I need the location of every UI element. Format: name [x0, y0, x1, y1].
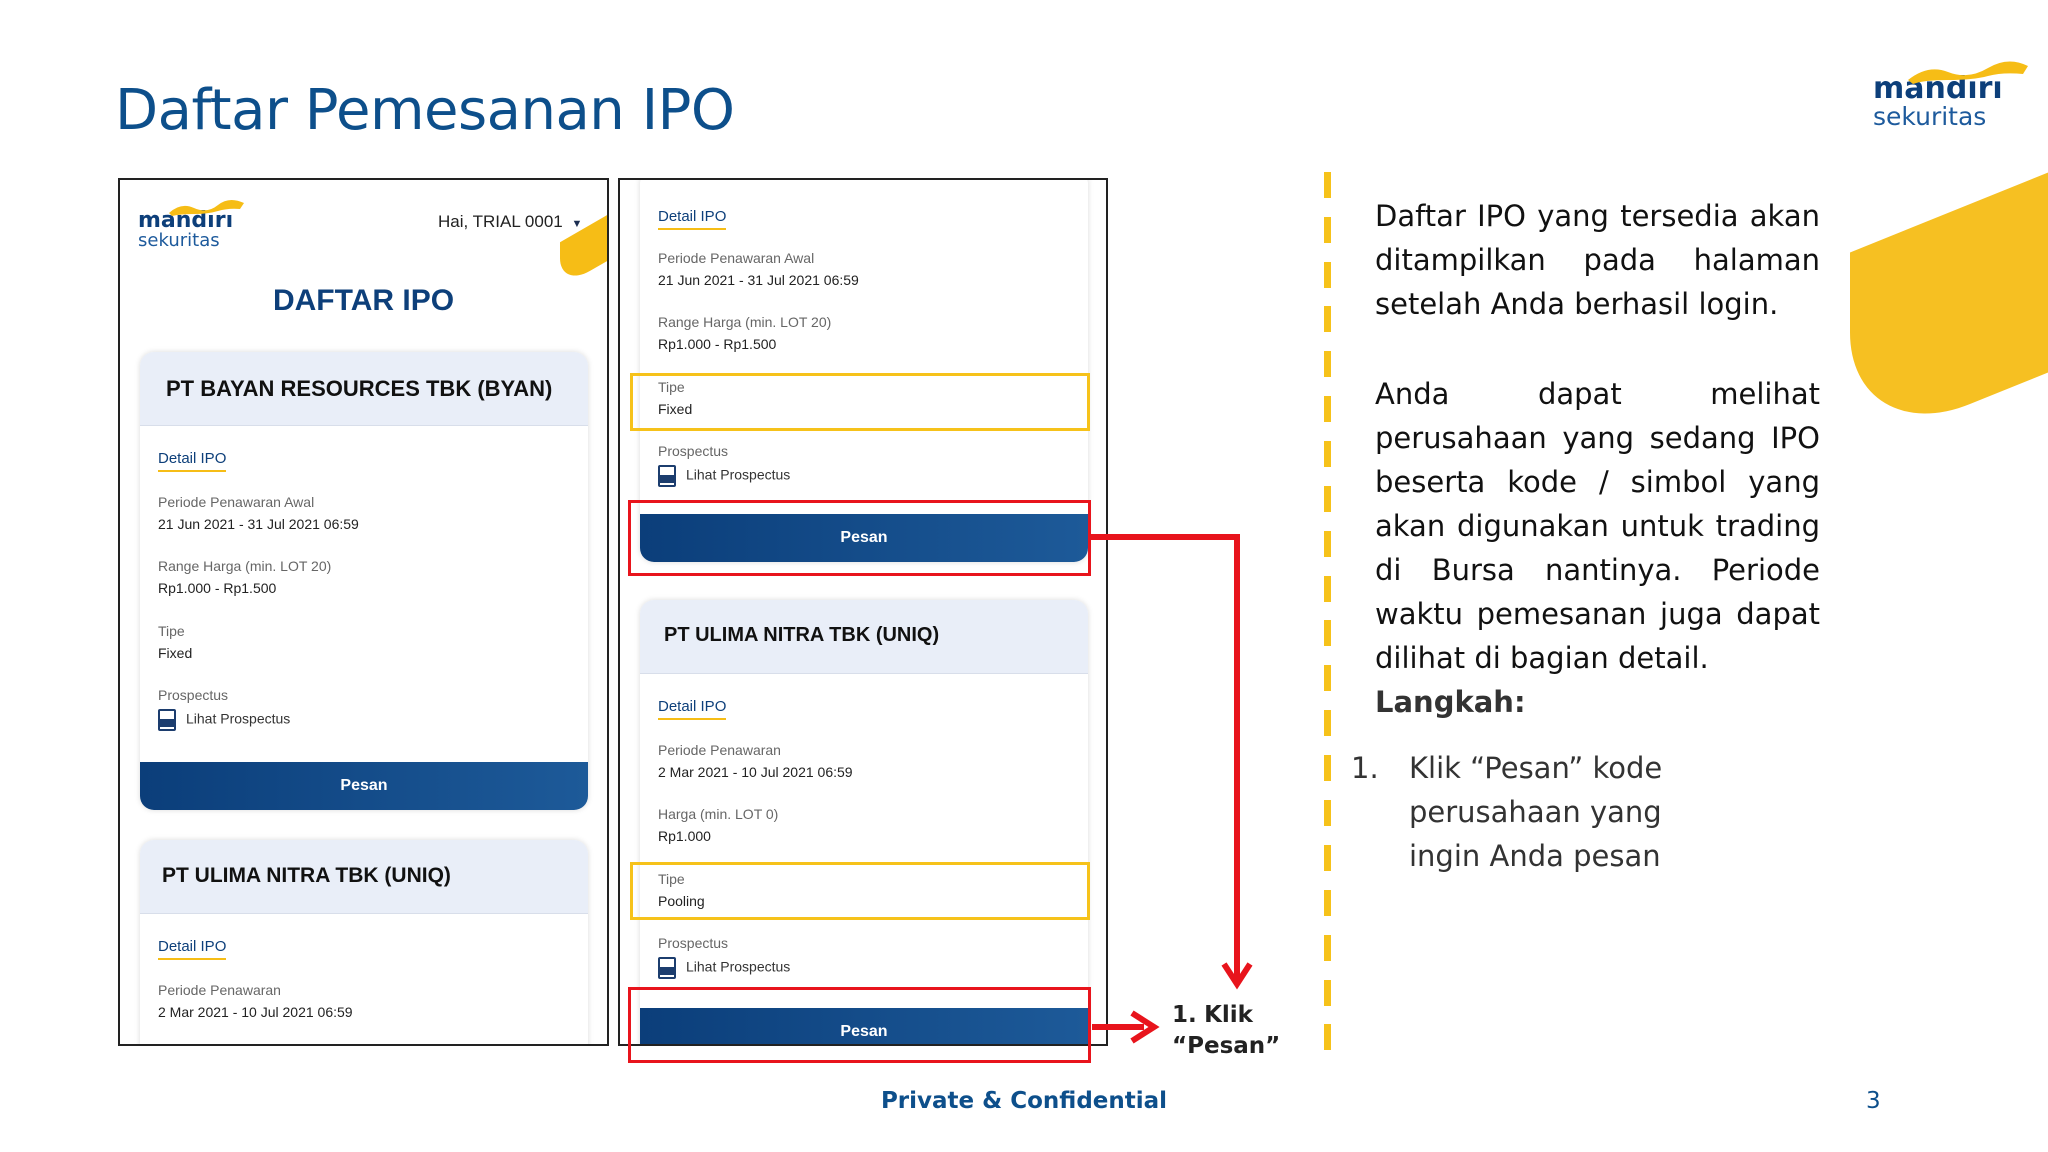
- highlight-pesan-uniq: [628, 987, 1091, 1063]
- step-annotation-line1: Klik: [1204, 1002, 1253, 1028]
- step-item: 1. Klik “Pesan” kode perusahaan yang ing…: [1351, 746, 1731, 878]
- highlight-tipe-fixed: [630, 373, 1090, 431]
- detail-ipo-heading: Detail IPO: [158, 450, 227, 472]
- highlight-tipe-pooling: [630, 862, 1090, 920]
- page-heading: DAFTAR IPO: [272, 284, 455, 317]
- connector-line-right: [1092, 1024, 1144, 1030]
- field-label: Range Harga (min. LOT 20): [658, 314, 832, 330]
- page-number: 3: [1866, 1088, 1881, 1114]
- app-brand-top: mandırı: [138, 208, 234, 233]
- field-label: Periode Penawaran: [158, 982, 281, 998]
- field-label: Prospectus: [658, 443, 729, 459]
- connector-line-vertical: [1234, 534, 1240, 980]
- step-annotation-line2: “Pesan”: [1172, 1033, 1281, 1059]
- user-menu[interactable]: Hai, TRIAL 0001 ▼: [438, 212, 582, 232]
- field-value: Fixed: [658, 401, 693, 417]
- prospectus-link[interactable]: Lihat Prospectus: [658, 957, 790, 979]
- detail-ipo-heading: Detail IPO: [658, 208, 727, 230]
- step-text: Klik “Pesan” kode perusahaan yang ingin …: [1409, 751, 1663, 873]
- company-name: PT BAYAN RESOURCES TBK (BYAN): [140, 352, 588, 426]
- steps-heading: Langkah:: [1375, 685, 1526, 719]
- connector-line-horizontal: [1090, 534, 1240, 540]
- middle-screenshot-frame: Detail IPO Periode Penawaran Awal 21 Jun…: [618, 178, 1108, 1046]
- prospectus-link-label: Lihat Prospectus: [686, 958, 791, 975]
- field-label: Periode Penawaran Awal: [158, 494, 315, 510]
- pesan-button[interactable]: Pesan: [640, 514, 1088, 562]
- caret-down-icon: ▼: [571, 218, 583, 230]
- step-annotation-number: 1.: [1172, 1002, 1197, 1028]
- left-screenshot-frame: mandırı sekuritas Hai, TRIAL 0001 ▼ DAFT…: [118, 178, 609, 1046]
- description-paragraph-1: Daftar IPO yang tersedia akan ditampilka…: [1375, 199, 1820, 321]
- field-label: Periode Penawaran: [658, 742, 781, 758]
- detail-ipo-heading: Detail IPO: [158, 938, 227, 960]
- field-label: Harga (min. LOT 0): [658, 806, 779, 822]
- step-annotation: 1. Klik “Pesan”: [1172, 1000, 1280, 1062]
- prospectus-link[interactable]: Lihat Prospectus: [658, 465, 790, 487]
- field-label: Tipe: [658, 379, 685, 395]
- field-value: Rp1.000 - Rp1.500: [158, 580, 277, 596]
- highlight-pesan-byan: [628, 500, 1091, 576]
- field-value: 21 Jun 2021 - 31 Jul 2021 06:59: [658, 272, 859, 288]
- field-label: Periode Penawaran Awal: [658, 250, 815, 266]
- ipo-card-byan: PT BAYAN RESOURCES TBK (BYAN) Detail IPO…: [140, 352, 588, 810]
- app-logo: mandırı sekuritas: [138, 198, 244, 251]
- brand-logo: mandırı sekuritas: [1873, 58, 2028, 131]
- pesan-button[interactable]: Pesan: [140, 762, 588, 810]
- field-label: Tipe: [658, 871, 685, 887]
- ipo-card-byan: Detail IPO Periode Penawaran Awal 21 Jun…: [640, 180, 1088, 562]
- field-value: Rp1.000: [658, 828, 711, 844]
- ipo-card-uniq: PT ULIMA NITRA TBK (UNIQ) Detail IPO Per…: [640, 600, 1088, 1044]
- footer-confidential: Private & Confidential: [880, 1088, 1168, 1114]
- prospectus-link-label: Lihat Prospectus: [186, 710, 291, 727]
- field-label: Prospectus: [658, 935, 729, 951]
- field-label: Prospectus: [158, 687, 229, 703]
- detail-ipo-heading: Detail IPO: [658, 698, 727, 720]
- company-name: PT ULIMA NITRA TBK (UNIQ): [140, 840, 588, 914]
- description-paragraph-2: Anda dapat melihat perusahaan yang sedan…: [1375, 377, 1820, 675]
- brand-wave-icon: [1908, 61, 2028, 84]
- pesan-button[interactable]: Pesan: [640, 1008, 1088, 1044]
- field-value: Fixed: [158, 645, 193, 661]
- field-label: Range Harga (min. LOT 20): [158, 558, 332, 574]
- arrow-down-icon: [1221, 962, 1253, 990]
- field-value: 2 Mar 2021 - 10 Jul 2021 06:59: [658, 764, 853, 780]
- field-label: Tipe: [158, 623, 185, 639]
- company-name: PT ULIMA NITRA TBK (UNIQ): [640, 600, 1088, 674]
- arrow-right-icon: [1130, 1010, 1160, 1044]
- field-value: 21 Jun 2021 - 31 Jul 2021 06:59: [158, 516, 359, 532]
- user-greeting: Hai, TRIAL 0001: [438, 212, 563, 231]
- step-number: 1.: [1351, 751, 1379, 785]
- brand-wave-icon: [169, 199, 244, 216]
- field-value: Rp1.000 - Rp1.500: [658, 336, 777, 352]
- ipo-card-uniq: PT ULIMA NITRA TBK (UNIQ) Detail IPO Per…: [140, 840, 588, 1044]
- prospectus-link-label: Lihat Prospectus: [686, 466, 791, 483]
- pdf-icon: [158, 709, 176, 731]
- decorative-swoosh: [1850, 147, 2048, 453]
- field-value: 2 Mar 2021 - 10 Jul 2021 06:59: [158, 1004, 353, 1020]
- field-value: Pooling: [658, 893, 705, 909]
- pdf-icon: [658, 957, 676, 979]
- pdf-icon: [658, 465, 676, 487]
- brand-name-bottom: sekuritas: [1873, 102, 1987, 131]
- slide-title: Daftar Pemesanan IPO: [115, 78, 735, 143]
- prospectus-link[interactable]: Lihat Prospectus: [158, 709, 290, 731]
- app-brand-bottom: sekuritas: [138, 230, 220, 251]
